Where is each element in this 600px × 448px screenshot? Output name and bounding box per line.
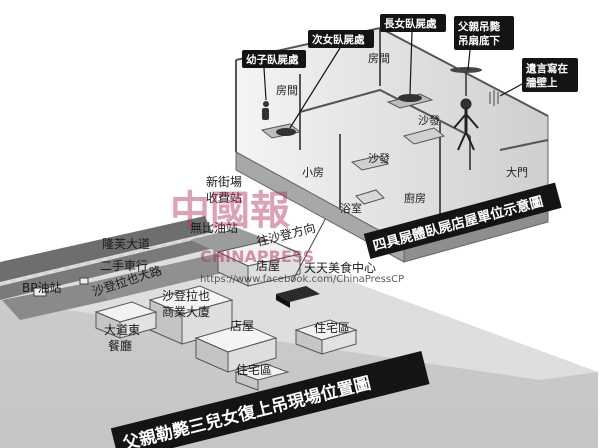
- label-restaurant-line1: 大道東: [104, 323, 140, 337]
- callout-second-daughter-text: 次女臥屍處: [312, 33, 365, 46]
- leader-line: [291, 209, 331, 283]
- body-icon-eldest-daughter: [398, 94, 422, 102]
- room-bedroom-left: 房間: [276, 84, 298, 97]
- callout-father-line1: 父親吊斃: [457, 20, 500, 33]
- callout-father: 父親吊斃 吊扇底下: [454, 16, 514, 71]
- building-residential-right: [294, 319, 358, 355]
- petrol-station-box: [33, 277, 89, 297]
- label-shop-lower: 店屋: [230, 319, 254, 333]
- building-target-highlight: [276, 286, 320, 308]
- building-shop-lower: [194, 323, 278, 373]
- callout-second-daughter: 次女臥屍處: [289, 30, 374, 129]
- label-residential-lower: 住宅區: [236, 362, 272, 377]
- callout-youngest-son: 幼子臥屍處: [242, 50, 306, 101]
- room-bedroom-right: 房間: [368, 52, 390, 65]
- map-buildings: [33, 239, 358, 391]
- building-residential-lower: [234, 363, 290, 391]
- callout-youngest-son-text: 幼子臥屍處: [246, 53, 299, 66]
- building-shop-upper: [216, 239, 302, 287]
- callout-father-line2: 吊扇底下: [458, 34, 500, 47]
- room-bathroom: 浴室: [340, 201, 362, 215]
- label-toll-line1: 新街場: [206, 174, 242, 189]
- callout-note-line1: 遺言寫在: [525, 62, 568, 75]
- label-toll-line2: 收費站: [206, 190, 242, 205]
- label-jalan-lurong: 隆芙大道: [102, 236, 150, 251]
- hanging-figure-icon: [453, 98, 479, 151]
- watermark-brand-cn: 中國報: [170, 188, 290, 234]
- label-complex-line2: 商業大廈: [162, 304, 210, 319]
- callout-note-line2: 牆壁上: [526, 76, 558, 89]
- callout-note: 遺言寫在 牆壁上: [499, 58, 578, 97]
- body-icon-second-daughter: [276, 128, 296, 136]
- label-residential-right: 住宅區: [314, 320, 350, 335]
- watermark: 中國報 CHINAPRESS https://www.facebook.com/…: [170, 188, 404, 285]
- room-kitchen: 廚房: [404, 191, 426, 205]
- label-restaurant-line2: 餐廳: [108, 338, 132, 353]
- room-sofa-lower: 沙發: [368, 151, 390, 165]
- room-main-door: 大門: [506, 165, 528, 179]
- ceiling-fan-icon: [450, 67, 482, 96]
- label-complex-line1: 沙登拉也: [162, 288, 210, 303]
- body-icon-youngest-son: [262, 101, 269, 120]
- label-bp-station: BP油站: [22, 281, 61, 295]
- room-small: 小房: [302, 166, 324, 179]
- room-sofa-living: 沙發: [418, 113, 440, 127]
- label-used-car: 二手車行: [100, 259, 148, 273]
- room-labels: 房間 房間 沙發 沙發 小房 浴室 廚房 大門: [276, 52, 528, 215]
- watermark-url: https://www.facebook.com/ChinaPressCP: [200, 274, 404, 285]
- label-petronas: 無比油站: [190, 220, 238, 235]
- label-food-centre: 天天美食中心: [304, 260, 376, 275]
- callout-eldest-daughter: 長女臥屍處: [380, 14, 446, 95]
- wall-writing-icon: [489, 90, 499, 106]
- label-shop-upper: 店屋: [256, 259, 280, 273]
- building-restaurant: [94, 301, 158, 339]
- callout-eldest-daughter-text: 長女臥屍處: [384, 17, 437, 30]
- watermark-brand-en: CHINAPRESS: [200, 247, 314, 266]
